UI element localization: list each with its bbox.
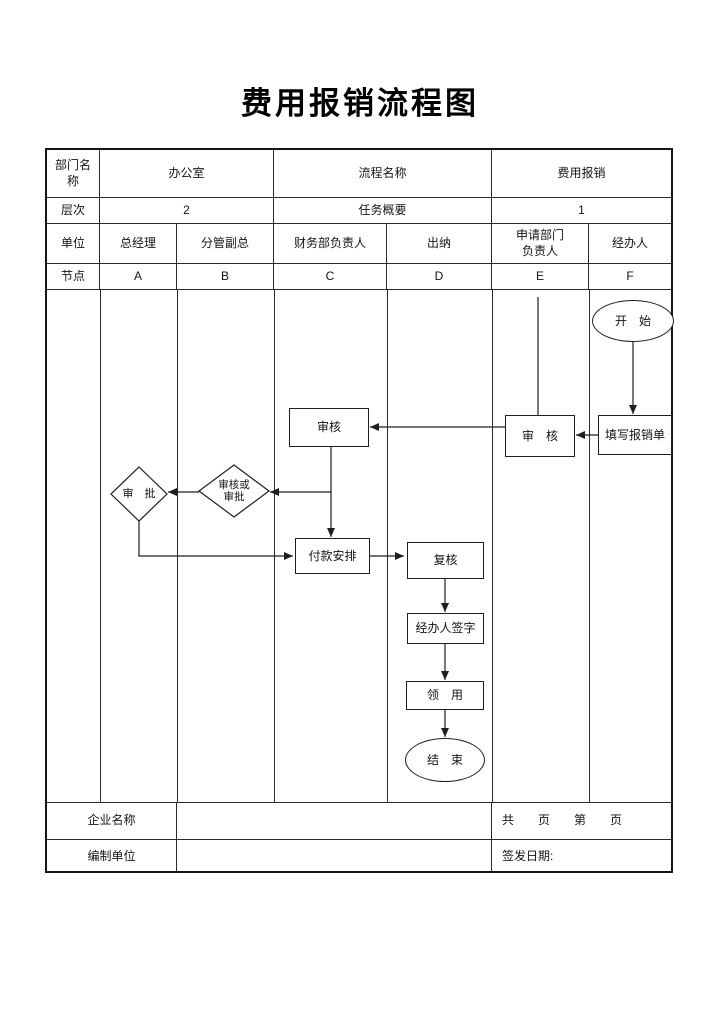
handler-sign-node: 经办人签字 xyxy=(407,613,484,644)
flowchart-table: 部门名 称 办公室 流程名称 费用报销 层次 2 任务概要 1 单位 总经理 分… xyxy=(45,148,674,873)
company-name-label: 企业名称 xyxy=(47,803,177,840)
unit-finance-head: 财务部负责人 xyxy=(274,224,387,264)
node-e: E xyxy=(492,264,589,290)
node-d: D xyxy=(387,264,492,290)
node-b: B xyxy=(177,264,274,290)
task-summary-value: 1 xyxy=(492,198,671,224)
unit-deputy-gm: 分管副总 xyxy=(177,224,274,264)
lane-divider xyxy=(274,290,275,802)
connector-layer xyxy=(110,297,637,737)
lane-divider xyxy=(589,290,590,802)
flowchart-canvas: 开 始 填写报销单 审 核 审核 审 批 审核或 审批 付款安排 复核 经办人签… xyxy=(47,290,674,803)
lane-divider xyxy=(100,290,101,802)
level-label: 层次 xyxy=(47,198,100,224)
company-name-value xyxy=(177,803,492,840)
unit-general-manager: 总经理 xyxy=(100,224,177,264)
review-or-approve-node-label: 审核或 审批 xyxy=(218,478,250,503)
unit-handler: 经办人 xyxy=(589,224,671,264)
lane-divider xyxy=(177,290,178,802)
unit-cashier: 出纳 xyxy=(387,224,492,264)
review-c-node: 审核 xyxy=(289,408,369,447)
review-e-node: 审 核 xyxy=(505,415,575,457)
process-name-label: 流程名称 xyxy=(274,150,492,198)
fill-form-node: 填写报销单 xyxy=(598,415,672,455)
receive-node: 领 用 xyxy=(406,681,484,710)
node-label: 节点 xyxy=(47,264,100,290)
lane-divider xyxy=(492,290,493,802)
unit-label: 单位 xyxy=(47,224,100,264)
connector-approve-to-payment xyxy=(138,521,293,560)
unit-applicant-dept-head: 申请部门 负责人 xyxy=(492,224,589,264)
task-summary-label: 任务概要 xyxy=(274,198,492,224)
approve-node-label: 审 批 xyxy=(122,487,156,500)
dept-name-value: 办公室 xyxy=(100,150,274,198)
node-c: C xyxy=(274,264,387,290)
review-or-approve-diamond xyxy=(197,464,271,518)
dept-name-label: 部门名 称 xyxy=(47,150,100,198)
issue-date-label: 签发日期: xyxy=(502,848,554,863)
recheck-node: 复核 xyxy=(407,542,484,579)
node-f: F xyxy=(589,264,671,290)
start-node: 开 始 xyxy=(592,300,674,342)
compile-unit-label: 编制单位 xyxy=(47,840,177,873)
node-a: A xyxy=(100,264,177,290)
page-title: 费用报销流程图 xyxy=(241,86,479,121)
compile-unit-value xyxy=(177,840,492,873)
level-value: 2 xyxy=(100,198,274,224)
payment-arrange-node: 付款安排 xyxy=(295,538,370,574)
approve-diamond xyxy=(110,466,168,522)
lane-divider xyxy=(387,290,388,802)
end-node: 结 束 xyxy=(405,738,485,782)
process-name-value: 费用报销 xyxy=(492,150,671,198)
pages-text: 共 页 第 页 xyxy=(492,803,671,840)
